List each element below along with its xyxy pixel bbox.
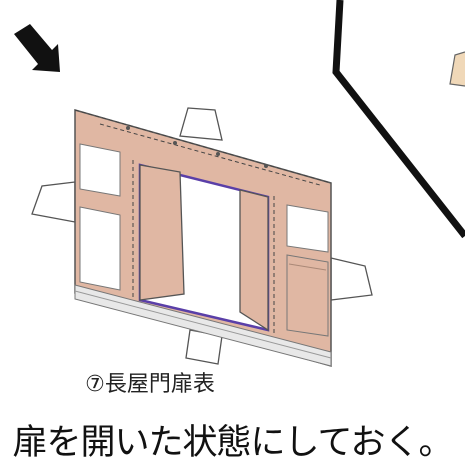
arrow-down-right-icon — [14, 24, 60, 72]
glue-tab-top — [179, 107, 223, 141]
right-window-lower — [286, 254, 329, 337]
beam-marks — [126, 126, 268, 168]
papercraft-diagram — [14, 0, 465, 367]
door-leaf-right — [239, 189, 269, 332]
right-window-upper — [286, 204, 329, 253]
glue-tab-left — [31, 181, 76, 223]
door-leaf-left — [139, 164, 185, 301]
instruction-text: 扉を開いた状態にしておく。 — [12, 423, 454, 463]
fold-line — [332, 0, 465, 239]
fold-guides — [74, 109, 332, 334]
base-strip — [74, 284, 332, 367]
diagram-caption: ⑦長屋門扉表 — [85, 372, 215, 397]
left-window-lower — [79, 206, 121, 291]
left-window-upper — [79, 143, 121, 197]
glue-tab-right — [330, 257, 373, 301]
side-tab-piece — [449, 51, 465, 87]
